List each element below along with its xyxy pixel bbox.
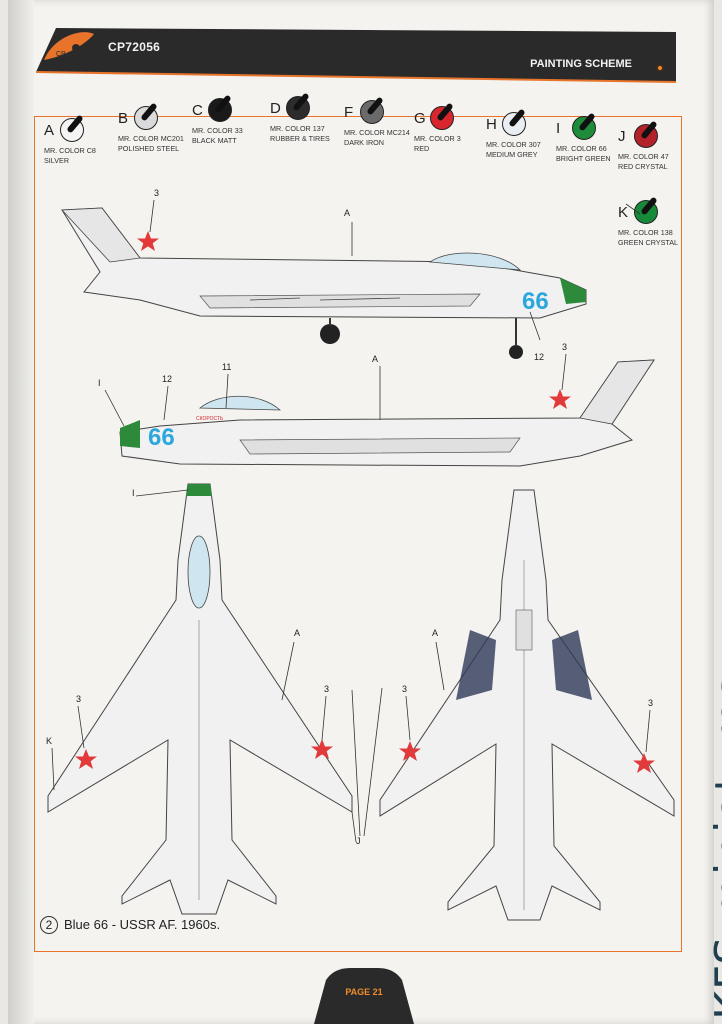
page-tab — [314, 968, 414, 1024]
green-nose-cone — [560, 278, 586, 304]
swatch-color-name: BLACK MATT — [192, 136, 237, 145]
swatch-letter: A — [44, 122, 55, 139]
swatch-color-name: DARK IRON — [344, 138, 384, 147]
swatch-letter: D — [270, 100, 281, 117]
callout-I: I — [132, 488, 135, 498]
swatch-color-name: BRIGHT GREEN — [556, 154, 611, 163]
swatch-code: MR. COLOR C8 — [44, 146, 96, 155]
swatch-letter: G — [414, 110, 426, 127]
callout-12: 12 — [162, 374, 173, 384]
product-code: CP72056 — [108, 40, 161, 54]
callout-I: I — [98, 378, 101, 388]
section-title: PAINTING SCHEME — [530, 58, 632, 70]
swatch-color-name: POLISHED STEEL — [118, 144, 180, 153]
swatch-code: MR. COLOR 138 — [618, 228, 673, 237]
page-header: CP CP72056 PAINTING SCHEME — [36, 22, 682, 84]
callout-3: 3 — [562, 342, 568, 352]
callout-K: K — [46, 736, 53, 746]
callout-12: 12 — [534, 352, 545, 362]
callout-A: A — [294, 628, 301, 638]
green-nose-cone — [186, 484, 212, 496]
scheme-number: 2 — [40, 916, 58, 934]
inscription: СКОРОСТЬ — [196, 416, 224, 422]
content-frame — [34, 116, 682, 952]
canopy — [187, 535, 211, 609]
leader-lines — [51, 199, 651, 843]
callout-3: 3 — [648, 698, 654, 708]
scheme-caption: 2 Blue 66 - USSR AF. 1960s. — [40, 916, 220, 934]
header-band: CP — [36, 28, 677, 83]
swatch-color-name: RUBBER & TIRES — [270, 134, 330, 143]
red-star-insignia — [549, 389, 571, 409]
swatch-letter: I — [556, 120, 561, 137]
canopy — [198, 395, 282, 411]
swatch-code: MR. COLOR 3 — [414, 134, 461, 143]
swatch-letter: B — [118, 110, 129, 127]
callout-A: A — [432, 628, 439, 638]
swatch-color-name: GREEN CRYSTAL — [618, 238, 679, 247]
canopy — [428, 252, 522, 271]
swatch-letter: C — [192, 102, 203, 119]
aircraft-number-side-right: 66 — [148, 424, 175, 451]
left-side-view — [61, 207, 587, 359]
wheel-well — [456, 630, 496, 700]
swatch-letter: H — [486, 116, 497, 133]
swatch-code: MR. COLOR 66 — [556, 144, 607, 153]
red-star-insignia — [137, 231, 159, 251]
swatch-color-name: RED CRYSTAL — [618, 162, 668, 171]
swatch-color-name: SILVER — [44, 156, 70, 165]
scheme-title: Blue 66 - USSR AF. 1960s. — [64, 917, 221, 932]
green-nose-cone — [120, 420, 140, 448]
callout-A: A — [344, 208, 351, 218]
wheel-well — [552, 630, 592, 700]
right-side-view: СКОРОСТЬ — [119, 359, 655, 467]
swatch-letter: F — [344, 104, 354, 121]
page-number: PAGE 21 — [345, 987, 383, 997]
callout-3: 3 — [76, 694, 82, 704]
instruction-page — [8, 0, 714, 1024]
aircraft-number-side-left: 66 — [522, 288, 549, 315]
watermark: KFS-miniatures — [640, 660, 722, 1020]
swatch-color-name: MEDIUM GREY — [486, 150, 538, 159]
callout-J: J — [356, 836, 361, 846]
main-wheel — [320, 324, 340, 344]
swatch-letter: J — [618, 128, 626, 145]
page-gutter-shadow — [8, 0, 34, 1024]
swatch-letter: K — [618, 204, 629, 221]
swatch-code: MR. COLOR MC214 — [344, 128, 410, 137]
nose-wheel — [509, 345, 523, 359]
callout-11: 11 — [222, 362, 232, 372]
swatch-color-name: RED — [414, 144, 430, 153]
logo-icon: CP — [44, 32, 94, 60]
swatch-code: MR. COLOR 137 — [270, 124, 325, 133]
bottom-view — [379, 489, 675, 921]
watermark-text: KFS-miniatures — [706, 674, 722, 1020]
svg-text:CP: CP — [56, 51, 66, 58]
top-view — [47, 483, 353, 915]
swatch-code: MR. COLOR 33 — [192, 126, 243, 135]
swatch-code: MR. COLOR 307 — [486, 140, 541, 149]
callout-A: A — [372, 354, 379, 364]
callout-3: 3 — [154, 188, 160, 198]
callout-3: 3 — [324, 684, 330, 694]
swatch-code: MR. COLOR 47 — [618, 152, 669, 161]
callout-3: 3 — [402, 684, 408, 694]
swatch-code: MR. COLOR MC201 — [118, 134, 184, 143]
header-dot-icon — [656, 64, 664, 72]
